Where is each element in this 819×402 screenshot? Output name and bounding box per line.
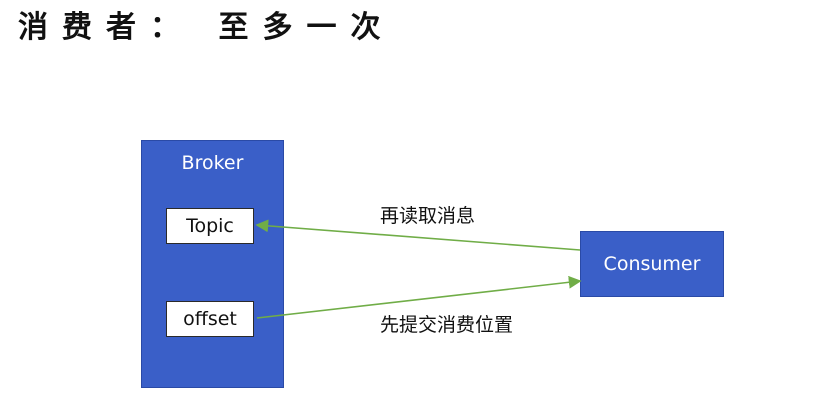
read-message-label: 再读取消息 (380, 205, 476, 227)
broker-box: Broker Topic offset (141, 140, 284, 388)
commit-offset-label: 先提交消费位置 (380, 314, 514, 336)
broker-label: Broker (181, 152, 244, 174)
page-title: 消费者： 至多一次 (18, 10, 395, 45)
topic-box: Topic (166, 208, 254, 244)
offset-box: offset (166, 301, 254, 337)
consumer-box: Consumer (580, 231, 724, 297)
read-message-arrow (255, 219, 581, 251)
